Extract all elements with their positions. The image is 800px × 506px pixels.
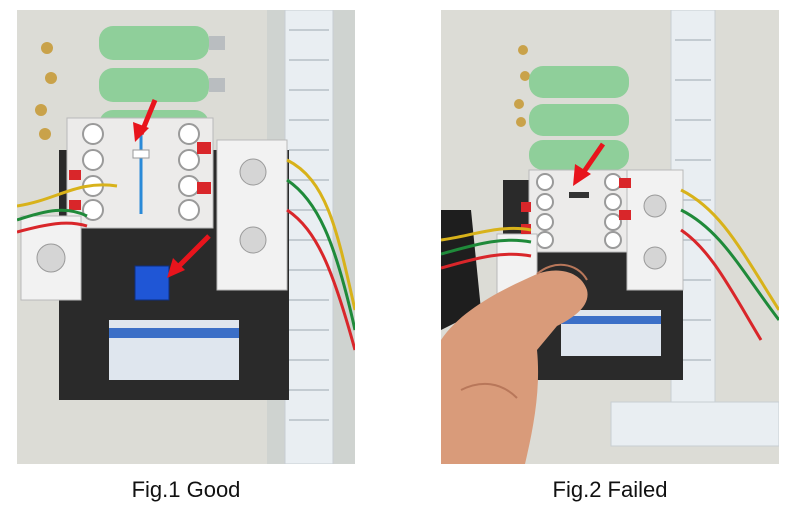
terminal-block-right <box>216 139 288 291</box>
red-arrow-icon <box>133 99 158 142</box>
cable-tray-rail <box>284 10 334 464</box>
red-arrow-icon <box>167 234 211 278</box>
brass-screws <box>514 45 530 127</box>
figure-2-caption: Fig.2 Failed <box>552 477 668 502</box>
hand-pressing-button <box>441 263 588 464</box>
cable-tray-bottom <box>610 401 779 447</box>
figure-1-caption: Fig.1 Good <box>131 477 241 502</box>
red-arrow-icon <box>573 142 606 186</box>
blue-actuator-button <box>134 265 170 301</box>
power-resistors <box>529 66 629 170</box>
figure-2-illustration <box>441 10 779 464</box>
figure-1-photo <box>17 10 355 464</box>
figure-2-photo <box>441 10 779 464</box>
brass-screws <box>35 42 57 140</box>
figure-1-illustration <box>17 10 355 464</box>
terminal-block-right <box>626 169 684 291</box>
